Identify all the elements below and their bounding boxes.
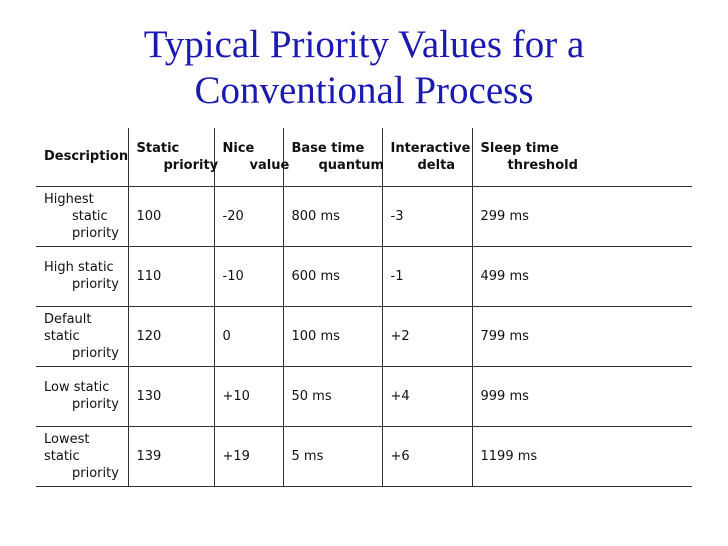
cell-description: Default static priority: [36, 306, 128, 367]
cell-nice-value: 0: [213, 306, 283, 367]
header-description: Description: [36, 128, 128, 187]
cell-interactive-delta: -1: [381, 246, 472, 307]
table-header-row: Description Static priority Nice value B…: [36, 128, 692, 187]
table-row: Default static priority 120 0 100 ms +2 …: [36, 306, 692, 367]
cell-nice-value: +19: [213, 426, 283, 487]
cell-base-time-quantum: 100 ms: [282, 306, 382, 367]
cell-interactive-delta: +6: [381, 426, 472, 487]
cell-base-time-quantum: 600 ms: [282, 246, 382, 307]
cell-interactive-delta: -3: [381, 186, 472, 247]
header-static-priority: Static priority: [127, 128, 218, 187]
cell-description: Lowest static priority: [36, 426, 128, 487]
slide-title: Typical Priority Values for a Convention…: [0, 22, 728, 114]
cell-interactive-delta: +2: [381, 306, 472, 367]
cell-sleep-time-threshold: 1199 ms: [471, 426, 692, 487]
table-row: High static priority 110 -10 600 ms -1 4…: [36, 246, 692, 307]
nice-value-text: -10: [222, 268, 244, 284]
cell-base-time-quantum: 800 ms: [282, 186, 382, 247]
cell-nice-value: -10: [213, 246, 283, 307]
priority-values-table: Description Static priority Nice value B…: [36, 128, 692, 487]
cell-interactive-delta: +4: [381, 366, 472, 427]
slide-title-line-1: Typical Priority Values for a: [143, 23, 585, 66]
cell-sleep-time-threshold: 499 ms: [471, 246, 692, 307]
header-nice-value: Nice value: [213, 128, 289, 187]
cell-sleep-time-threshold: 799 ms: [471, 306, 692, 367]
cell-sleep-time-threshold: 299 ms: [471, 186, 692, 247]
cell-nice-value: +10: [213, 366, 283, 427]
cell-static-priority: 120: [127, 306, 214, 367]
table-row: Highest static priority 100 -20 800 ms -…: [36, 186, 692, 247]
cell-static-priority: 110: [127, 246, 214, 307]
cell-sleep-time-threshold: 999 ms: [471, 366, 692, 427]
cell-base-time-quantum: 5 ms: [282, 426, 382, 487]
cell-description: Highest static priority: [36, 186, 128, 247]
cell-static-priority: 130: [127, 366, 214, 427]
header-interactive-delta: Interactive delta: [381, 128, 472, 187]
cell-description: Low static priority: [36, 366, 128, 427]
slide-title-line-2: Conventional Process: [194, 69, 534, 112]
header-sleep-time-threshold: Sleep time threshold: [471, 128, 692, 187]
cell-static-priority: 100: [127, 186, 214, 247]
table-row: Low static priority 130 +10 50 ms +4 999…: [36, 366, 692, 427]
header-base-time-quantum: Base time quantum: [282, 128, 384, 187]
cell-nice-value: -20: [213, 186, 283, 247]
table-row: Lowest static priority 139 +19 5 ms +6 1…: [36, 426, 692, 487]
cell-static-priority: 139: [127, 426, 214, 487]
cell-description: High static priority: [36, 246, 128, 307]
cell-base-time-quantum: 50 ms: [282, 366, 382, 427]
